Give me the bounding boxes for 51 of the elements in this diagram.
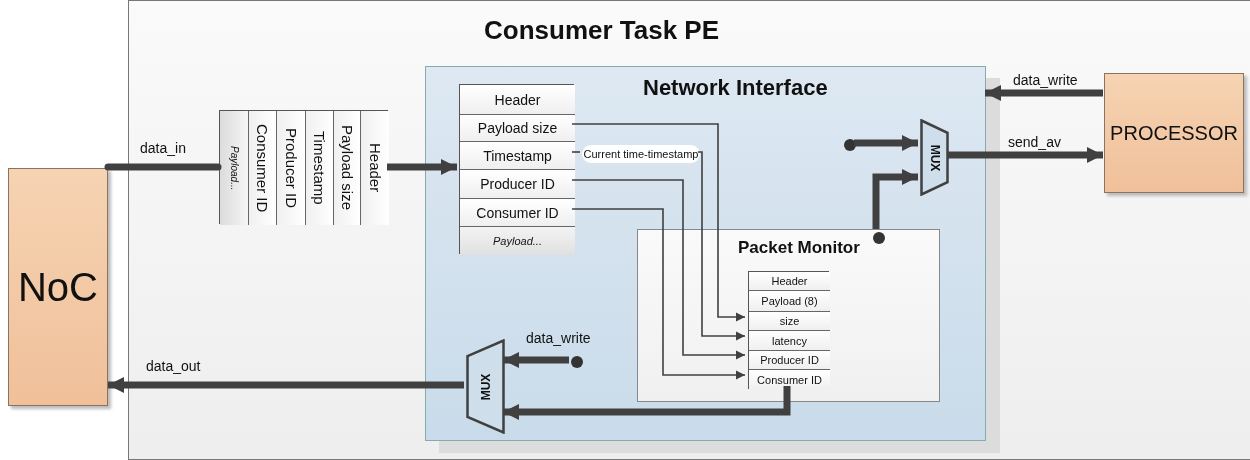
- packet-field: Payload size: [460, 114, 575, 141]
- label-pill: Current time-timestamp: [582, 145, 700, 163]
- edge-label: data_out: [146, 358, 201, 374]
- connector-line: [104, 163, 222, 171]
- processor-box: PROCESSOR: [1104, 73, 1244, 193]
- arrow: [503, 352, 569, 368]
- packet-field: Consumer ID: [248, 111, 276, 225]
- table-cell: Consumer ID: [749, 369, 830, 390]
- packet-field: Payload...: [460, 226, 575, 255]
- packet-frame: [219, 110, 388, 224]
- packet-field: Consumer ID: [460, 198, 575, 226]
- packet-field: Timestamp: [460, 141, 575, 169]
- mux-symbol: MUX: [920, 119, 949, 196]
- record-table: [748, 271, 829, 389]
- table-cell: Producer ID: [749, 350, 830, 369]
- monitor-panel: [637, 229, 940, 402]
- packet-field: Producer ID: [460, 169, 575, 198]
- arrow: [985, 85, 1103, 101]
- packet-field: Header: [360, 111, 389, 225]
- packet-field: Payload size: [333, 111, 360, 225]
- arrow: [387, 159, 457, 175]
- arrow: [697, 151, 746, 341]
- table-cell: Header: [749, 272, 830, 290]
- device-box: NoC: [8, 168, 108, 406]
- arrow: [571, 179, 746, 360]
- table-cell: Payload (8): [749, 290, 830, 311]
- connection-dot: [571, 356, 583, 368]
- edge-label: data_write: [526, 330, 591, 346]
- packet-frame: [459, 84, 574, 254]
- arrow: [947, 147, 1103, 163]
- edge-label: send_av: [1008, 134, 1061, 150]
- arrow: [108, 377, 464, 393]
- container-box: [128, 0, 1250, 460]
- panel-title: Network Interface: [643, 75, 828, 101]
- mux-symbol: MUX: [466, 339, 505, 434]
- table-cell: size: [749, 311, 830, 330]
- arrow: [571, 123, 746, 322]
- arrow: [571, 208, 746, 380]
- edge-label: data_write: [1013, 72, 1078, 88]
- packet-field: Payload...: [220, 111, 248, 225]
- table-cell: latency: [749, 330, 830, 350]
- arrow: [503, 386, 791, 420]
- connection-dot: [873, 232, 885, 244]
- connection-dot: [844, 139, 856, 151]
- edge-label: data_in: [140, 140, 186, 156]
- packet-field: Timestamp: [305, 111, 333, 225]
- container-title: Consumer Task PE: [484, 15, 720, 46]
- packet-field: Producer ID: [276, 111, 305, 225]
- connector-line: [571, 151, 581, 153]
- panel-title: Packet Monitor: [738, 238, 860, 258]
- packet-field: Header: [460, 85, 575, 114]
